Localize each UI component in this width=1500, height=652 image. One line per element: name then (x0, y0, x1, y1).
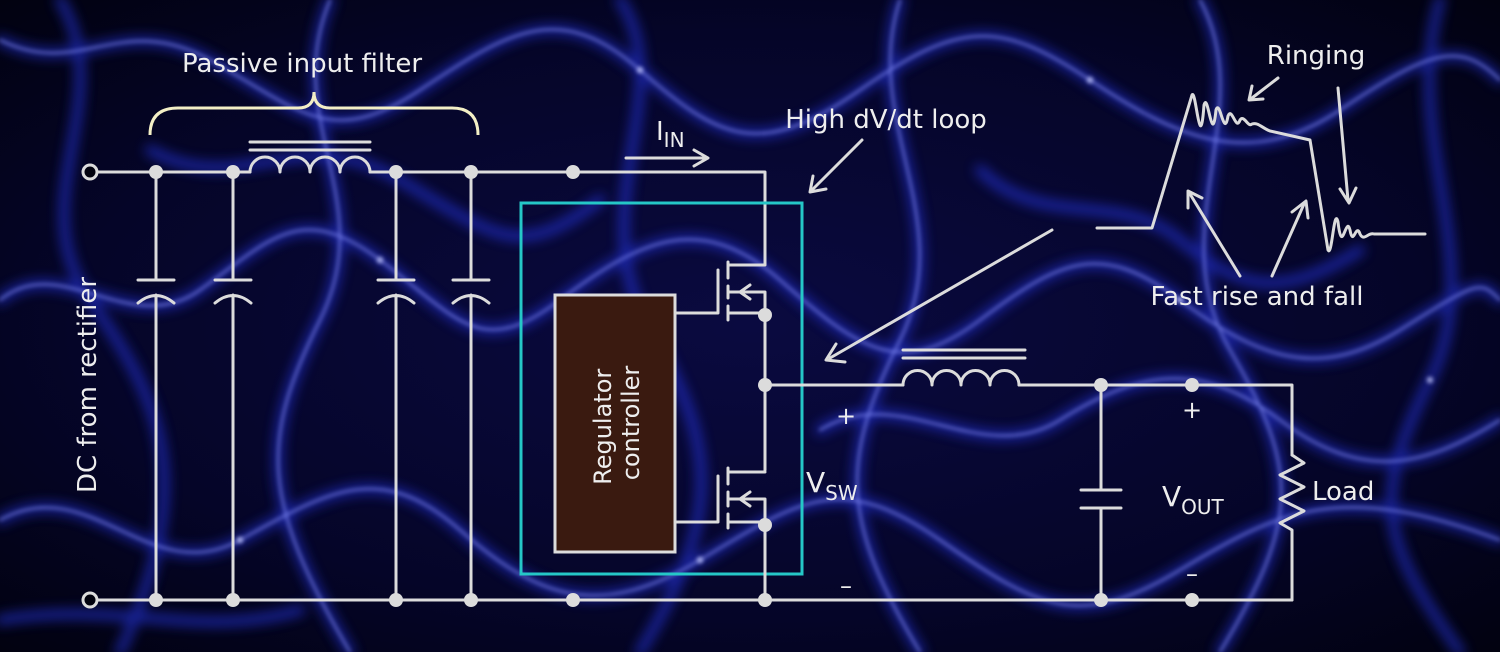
dc-input-label: DC from rectifier (73, 277, 103, 493)
input-terminal-top (81, 163, 99, 181)
ringing-arrows (1247, 76, 1358, 205)
ringing-label: Ringing (1267, 41, 1365, 71)
controller-label: Regulator controller (589, 361, 645, 485)
output-rail (1017, 383, 1294, 457)
switching-waveform (1095, 93, 1427, 253)
vout-plus: + (1182, 396, 1202, 424)
vsw-label: VSW (806, 466, 858, 505)
load-resistor (1278, 453, 1306, 602)
filter-brace (148, 91, 480, 136)
switch-node-arrow (824, 228, 1054, 364)
high-dvdt-loop-box (519, 201, 804, 576)
high-side-mosfet (673, 260, 767, 472)
load-label: Load (1312, 477, 1374, 507)
vout-minus: – (1186, 560, 1198, 588)
rise-fall-label: Fast rise and fall (1151, 282, 1364, 312)
junction-nodes (81, 163, 1199, 609)
vout-label: VOUT (1162, 480, 1225, 519)
low-side-mosfet (673, 466, 767, 602)
rise-fall-arrows (1186, 189, 1310, 278)
vsw-minus: – (840, 572, 852, 600)
output-inductor (901, 348, 1027, 387)
loop-label: High dV/dt loop (785, 105, 987, 135)
filter-capacitors (136, 170, 491, 602)
vsw-plus: + (836, 402, 856, 430)
iin-arrow (624, 148, 710, 168)
regulator-controller (553, 293, 677, 554)
loop-arrow (808, 138, 864, 194)
iin-label: IIN (656, 117, 685, 152)
input-terminal-bottom (81, 591, 99, 609)
filter-label: Passive input filter (182, 49, 422, 79)
filter-inductor (248, 140, 372, 174)
output-capacitor (1079, 383, 1123, 602)
